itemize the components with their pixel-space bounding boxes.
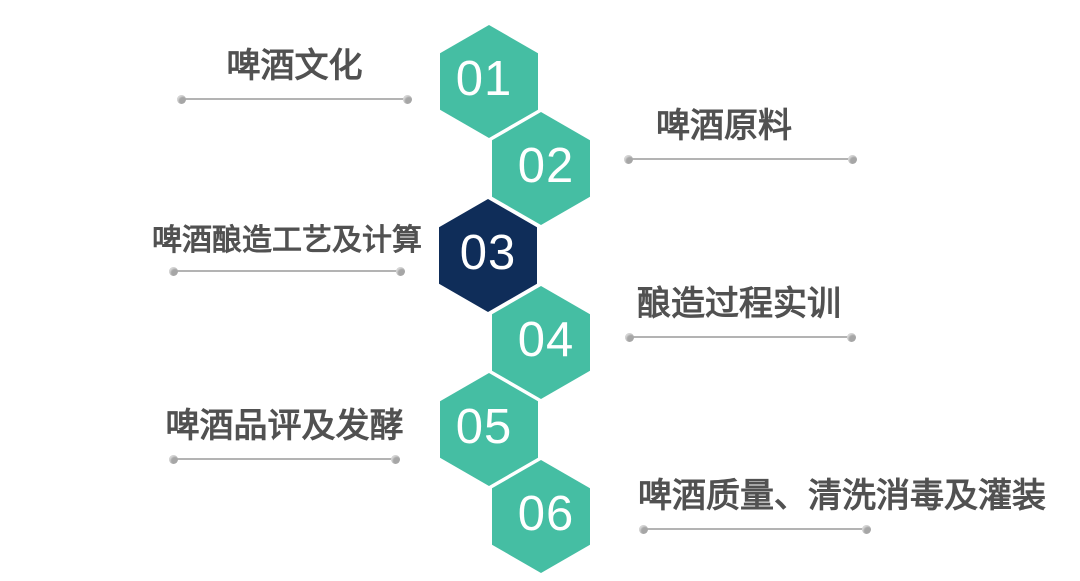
step-label-block-3: 啤酒酿造工艺及计算 [152,220,422,276]
label-underline [177,94,412,104]
line-endpoint-dot-icon [169,266,178,276]
line-endpoint-dot-icon [639,524,648,534]
hexagon-step-1: 01 [440,25,538,138]
step-number: 01 [455,52,513,106]
step-label-block-1: 啤酒文化 [177,45,412,104]
line-endpoint-dot-icon [625,332,634,342]
label-underline [169,266,405,276]
hexagon-step-5: 05 [440,373,538,486]
label-underline [169,454,400,464]
line-endpoint-dot-icon [862,524,871,534]
step-label: 啤酒酿造工艺及计算 [152,224,422,257]
step-number: 05 [455,400,513,454]
step-label: 啤酒原料 [656,108,792,145]
step-number: 06 [517,487,575,541]
hexagon-step-6: 06 [492,460,590,573]
line-endpoint-dot-icon [396,266,405,276]
step-label-block-2: 啤酒原料 [624,105,857,164]
line-endpoint-dot-icon [848,154,857,164]
step-label-block-4: 酿造过程实训 [625,283,856,342]
line-endpoint-dot-icon [403,94,412,104]
hexagon-step-4: 04 [492,286,590,399]
line-endpoint-dot-icon [177,94,186,104]
label-underline [625,332,856,342]
line-endpoint-dot-icon [169,454,178,464]
step-label-block-6: 啤酒质量、清洗消毒及灌装 [638,475,1046,534]
step-number: 04 [517,313,575,367]
step-label: 啤酒质量、清洗消毒及灌装 [638,478,1046,515]
step-label: 酿造过程实训 [637,286,841,323]
step-label: 啤酒文化 [226,48,363,85]
label-underline [624,154,857,164]
step-label: 啤酒品评及发酵 [165,408,404,445]
label-underline [639,524,871,534]
line-endpoint-dot-icon [391,454,400,464]
line-endpoint-dot-icon [624,154,633,164]
step-number: 03 [459,226,517,280]
line-endpoint-dot-icon [847,332,856,342]
step-number: 02 [517,139,575,193]
hexagon-step-3: 03 [439,199,537,312]
step-label-block-5: 啤酒品评及发酵 [166,405,404,464]
hexagon-step-2: 02 [492,112,590,225]
